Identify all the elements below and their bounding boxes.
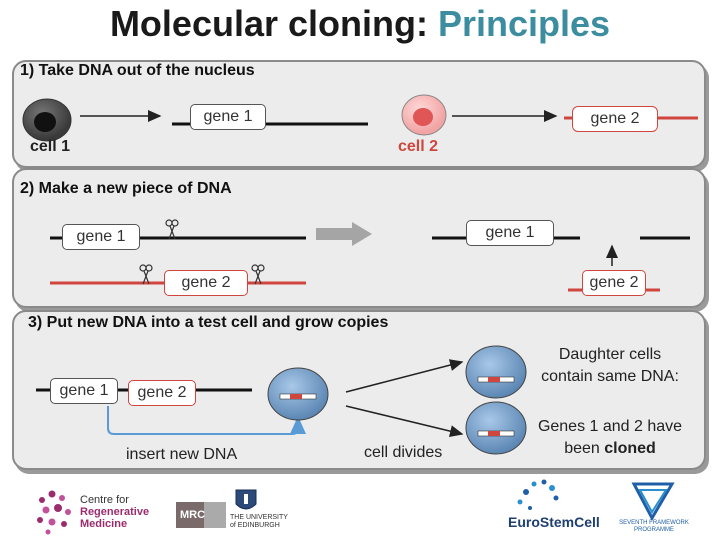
daughter-cell-graphic	[465, 345, 527, 399]
divide-arrow-down	[345, 405, 464, 438]
scissors-icon	[251, 264, 265, 285]
step3-gene1-box: gene 1	[50, 378, 118, 404]
gene2-box: gene 2	[572, 106, 658, 132]
cloned-caption-line2: been cloned	[528, 438, 692, 460]
crm-line3: Medicine	[80, 518, 128, 530]
edinburgh-logo-text: THE UNIVERSITY of EDINBURGH	[230, 514, 288, 530]
step3-gene2-box: gene 2	[128, 380, 196, 406]
crm-line1: Centre for	[80, 494, 129, 506]
title-part1: Molecular cloning:	[109, 3, 428, 44]
step2-gene2-box: gene 2	[164, 270, 248, 296]
cloned-caption-line1: Genes 1 and 2 have	[537, 418, 683, 435]
mrc-logo-icon	[176, 502, 226, 528]
fp7-logo-text: SEVENTH FRAMEWORK PROGRAMME	[619, 520, 689, 533]
cloned-caption: Genes 1 and 2 have been cloned	[528, 416, 692, 460]
cloned-caption-bold: cloned	[604, 440, 656, 457]
eurostemcell-logo-text: EuroStemCell	[508, 514, 600, 530]
edinburgh-line1: THE UNIVERSITY	[230, 514, 288, 521]
daughter-cell-graphic	[465, 401, 527, 455]
cell-divides-label: cell divides	[364, 444, 443, 461]
crm-line2: Regenerative	[80, 506, 150, 518]
step2-new-gene2-box: gene 2	[582, 270, 646, 296]
edinburgh-crest-icon	[235, 489, 257, 510]
cell-2-graphic	[401, 94, 447, 136]
edinburgh-line2: of EDINBURGH	[230, 522, 280, 529]
title-part2: Principles	[437, 3, 611, 44]
crm-logo-icon	[37, 490, 71, 535]
cell-2-label: cell 2	[398, 138, 439, 155]
crm-logo-text: Centre for Regenerative Medicine	[80, 494, 149, 530]
scissors-icon	[165, 219, 179, 240]
step2-gene1-box: gene 1	[62, 224, 140, 250]
step3-heading: 3) Put new DNA into a test cell and grow…	[28, 314, 389, 331]
test-cell-graphic	[267, 367, 329, 421]
cell-1-graphic	[22, 98, 72, 142]
scissors-icon	[139, 264, 153, 285]
page-title: Molecular cloning: Principles	[0, 2, 720, 46]
step1-heading: 1) Take DNA out of the nucleus	[20, 62, 255, 79]
fp7-logo-icon	[631, 482, 675, 522]
divide-arrow-up	[345, 359, 464, 393]
daughter-caption-line1: Daughter cells	[558, 346, 662, 363]
cloned-caption-prefix: been	[564, 440, 605, 457]
insert-new-dna-label: insert new DNA	[126, 446, 238, 463]
daughter-caption-line2: contain same DNA:	[541, 368, 679, 385]
step2-new-gene1-box: gene 1	[466, 220, 554, 246]
mrc-logo-text: MRC	[180, 509, 206, 521]
step2-process-arrow	[316, 222, 372, 246]
eurostemcell-logo-icon	[517, 479, 559, 510]
insert-bracket-arrow	[107, 406, 306, 435]
cell-1-label: cell 1	[30, 138, 71, 155]
daughter-cells-caption: Daughter cells contain same DNA:	[528, 344, 692, 388]
step2-heading: 2) Make a new piece of DNA	[20, 180, 232, 197]
gene1-box: gene 1	[190, 104, 266, 130]
